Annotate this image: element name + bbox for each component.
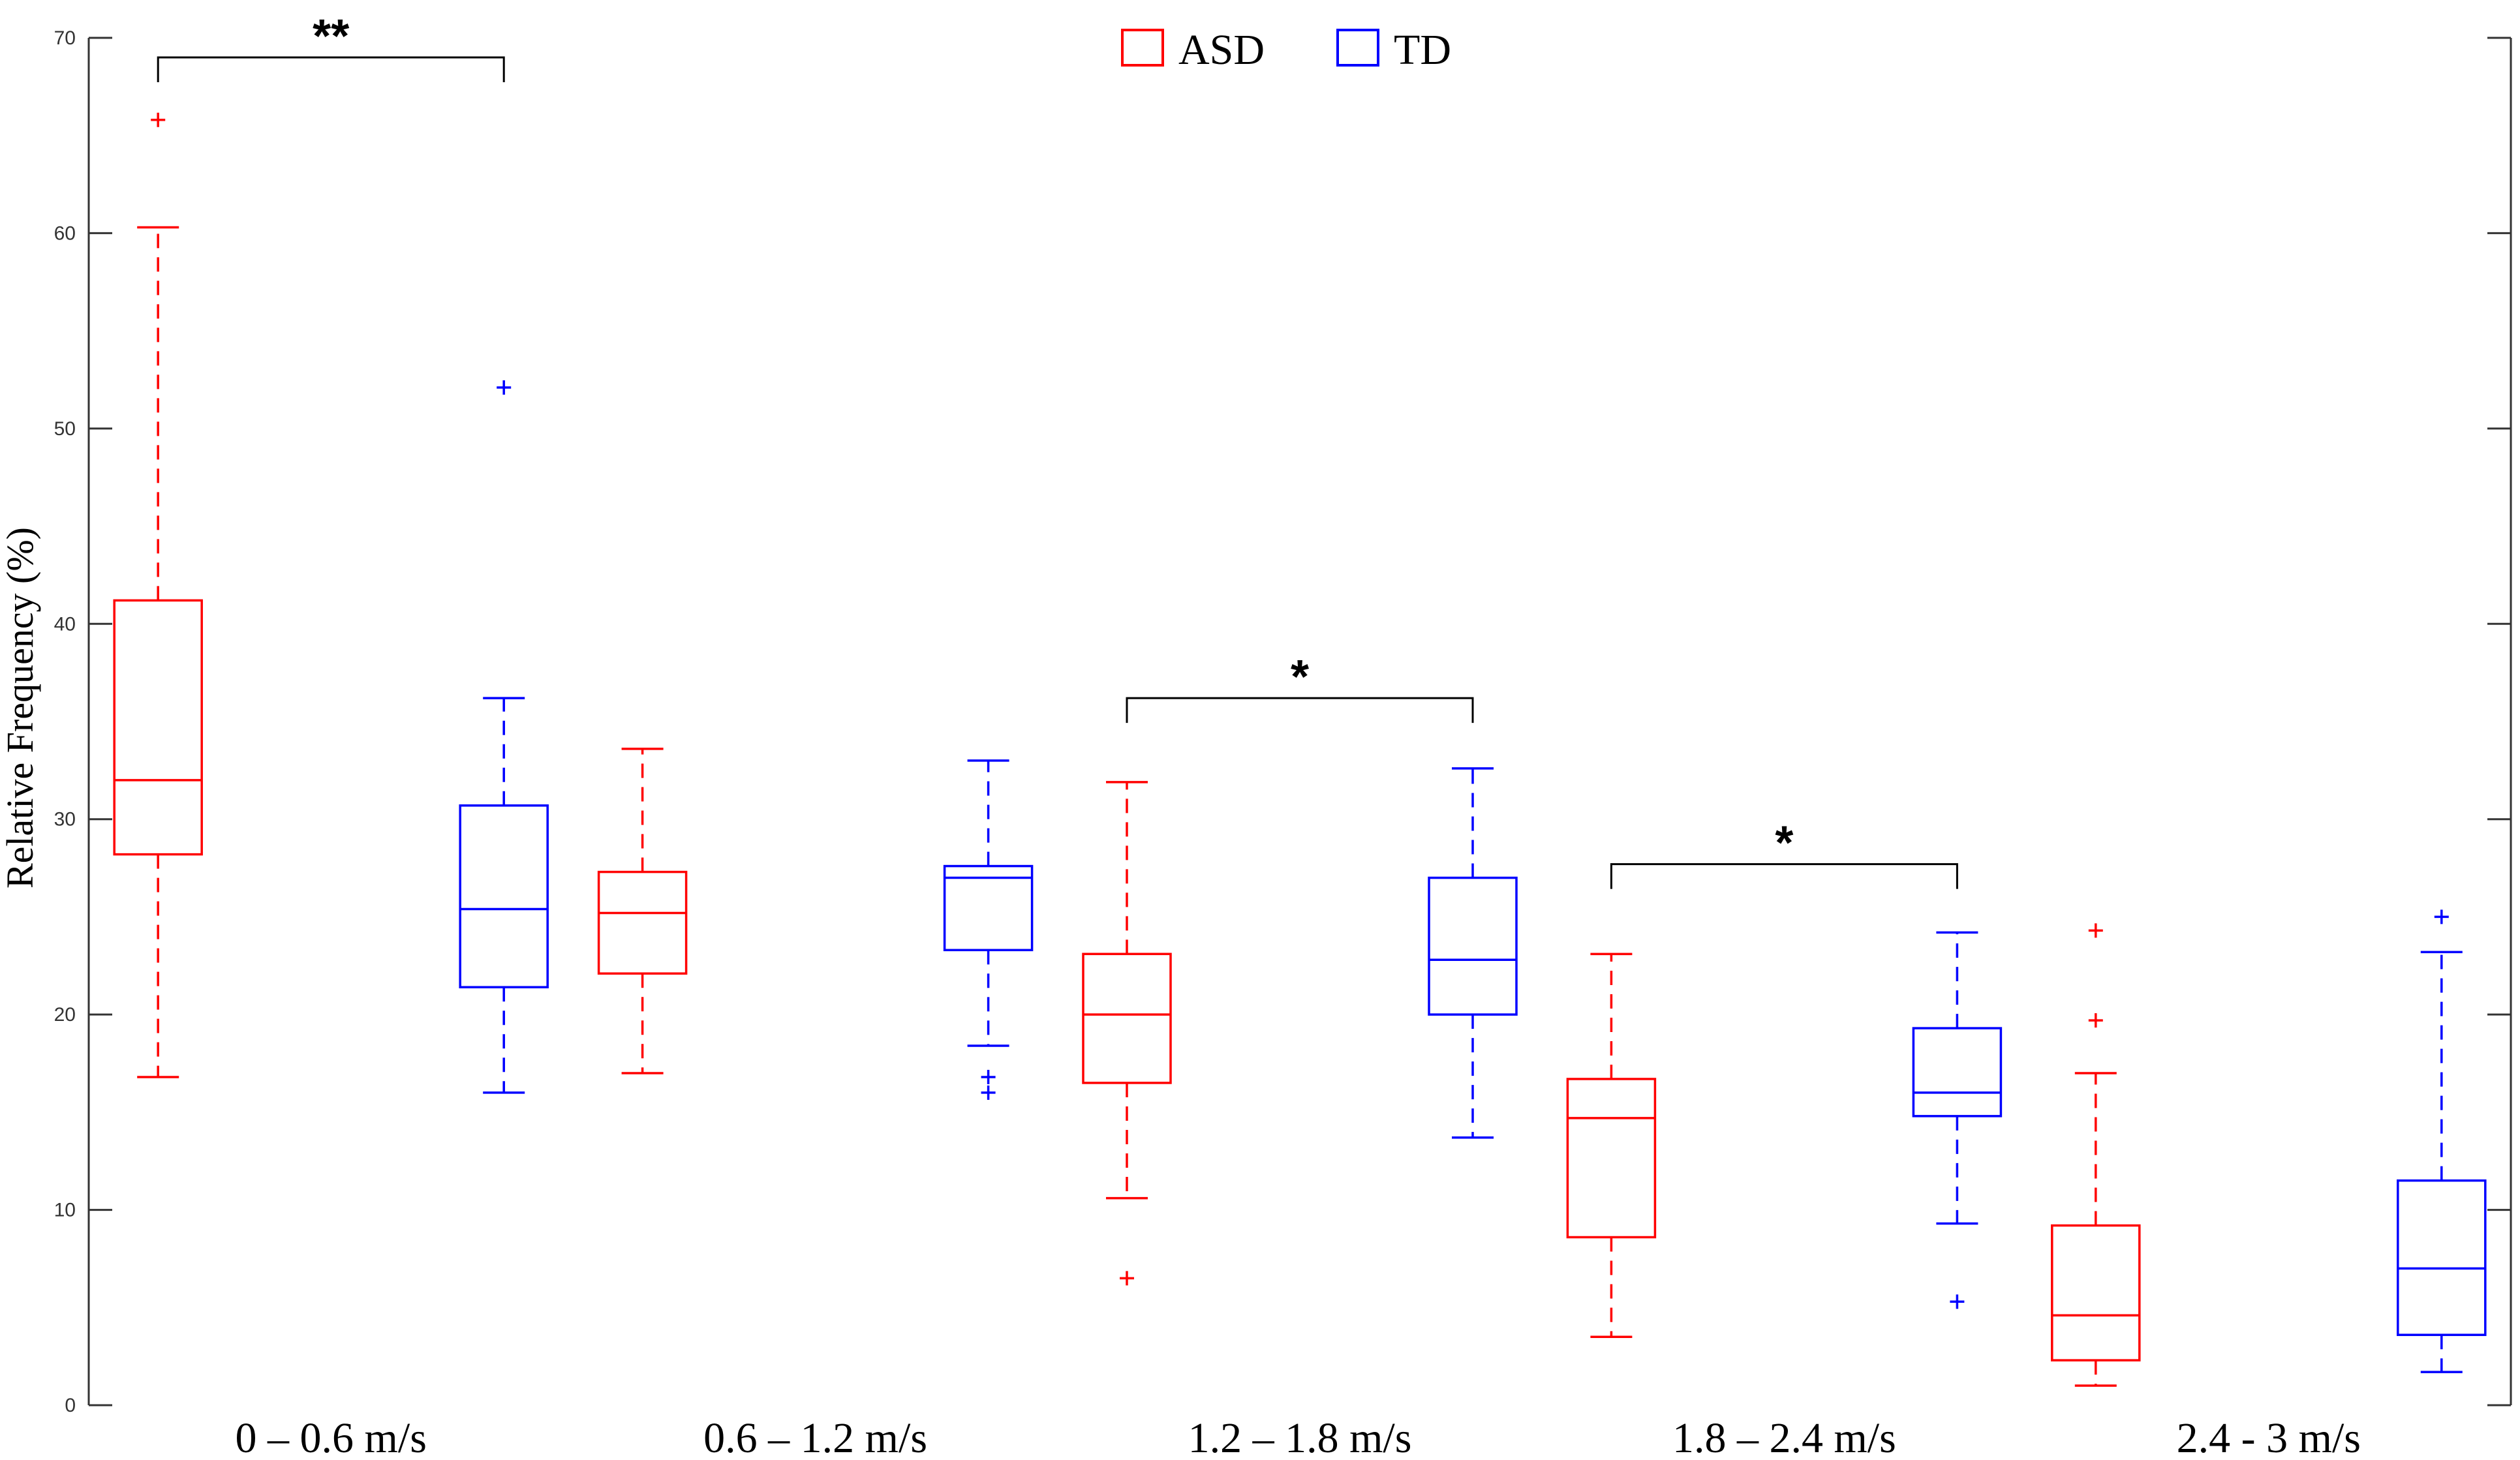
box-td [459,380,549,1094]
box-td [1912,931,2003,1309]
iqr-box [113,599,203,856]
x-category-label: 0 – 0.6 m/s [236,1414,427,1460]
x-category-label: 0.6 – 1.2 m/s [703,1414,927,1460]
box-asd [597,748,688,1074]
legend-swatch-asd [1121,29,1164,67]
legend-label-asd: ASD [1178,26,1265,74]
box-td [943,759,1034,1100]
box-asd [2051,923,2141,1387]
box-asd [1566,952,1657,1338]
significance-label: ** [313,10,349,63]
y-tick-label: 50 [54,418,76,440]
iqr-box [1082,952,1172,1084]
x-category-label: 1.8 – 2.4 m/s [1672,1414,1896,1460]
y-axis-label: Relative Frequency (%) [0,527,41,889]
y-tick-label: 10 [54,1200,76,1221]
legend-swatch-td [1336,29,1379,67]
significance-bracket [1126,697,1474,723]
axes: 0 10 20 30 40 50 60 70 0 – 0.6 m/s 0.6 – 1.2 m/s 1… [54,27,2512,1460]
series-asd [113,112,2141,1387]
y-tick-label: 40 [54,613,76,635]
iqr-box [1428,876,1518,1016]
significance-label: * [1291,651,1309,703]
significance-bracket [157,56,505,82]
x-category-label: 1.2 – 1.8 m/s [1188,1414,1412,1460]
y-tick-label: 70 [54,27,76,49]
y-tick-label: 60 [54,222,76,244]
iqr-box [943,864,1034,952]
box-td [2397,909,2487,1373]
iqr-box [597,870,688,975]
iqr-box [459,804,549,988]
legend: ASD TD [1121,26,1451,74]
significance-bracket [1610,863,1958,889]
significance-brackets: **** [157,10,1958,889]
legend-label-td: TD [1394,26,1451,74]
y-tick-label: 20 [54,1004,76,1026]
significance-label: * [1775,817,1793,870]
y-tick-label: 30 [54,809,76,830]
box-plot-series [113,112,2487,1387]
series-td [459,380,2487,1373]
y-tick-label: 0 [65,1395,76,1416]
iqr-box [1912,1027,2003,1118]
iqr-box [1566,1078,1657,1239]
box-asd [1082,781,1172,1286]
iqr-box [2397,1179,2487,1336]
box-td [1428,767,1518,1139]
box-asd [113,112,203,1078]
iqr-box [2051,1224,2141,1361]
x-category-label: 2.4 - 3 m/s [2177,1414,2361,1460]
